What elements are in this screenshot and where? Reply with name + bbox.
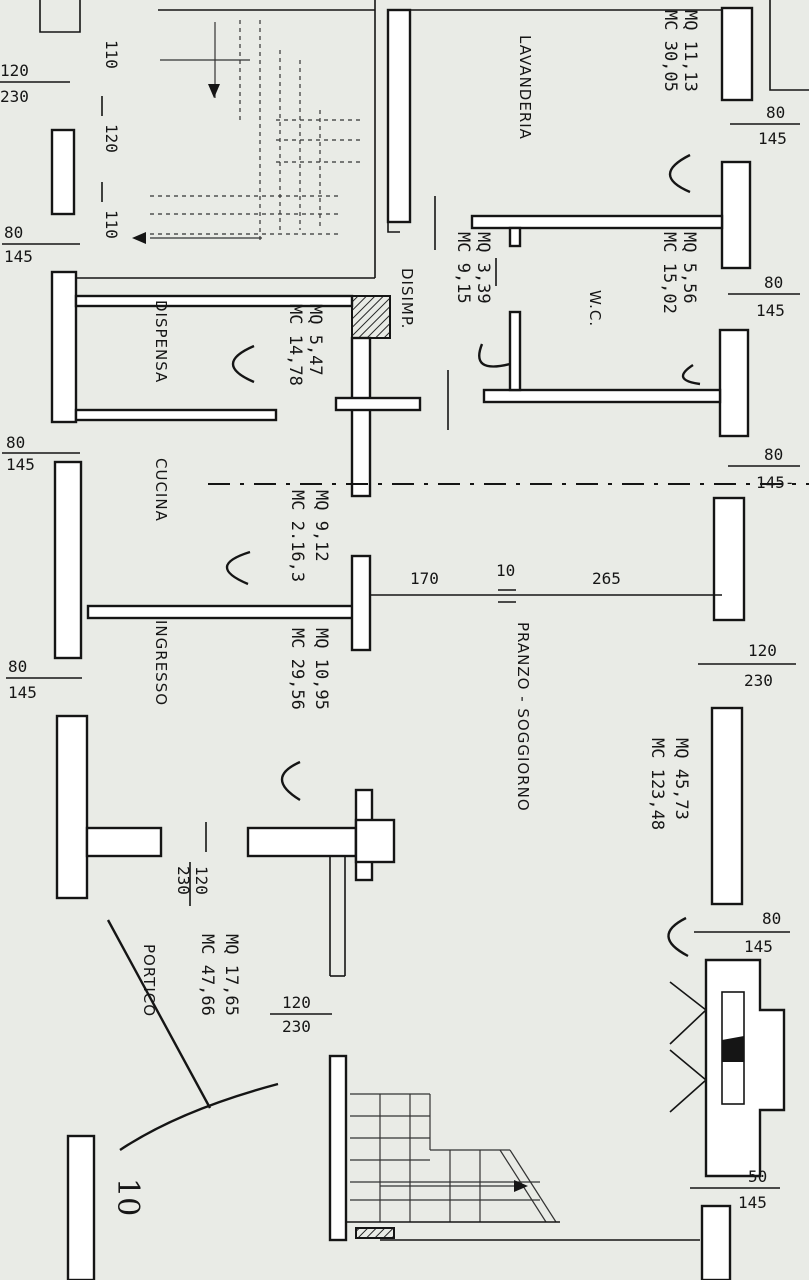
pranzo-name: PRANZO - SOGGIORNO: [514, 622, 532, 812]
dim-door-portico-b: 230: [282, 1017, 311, 1036]
door-swings: [225, 153, 701, 958]
chimney-hatched: [351, 295, 391, 339]
wall-left-1: [50, 270, 78, 424]
stair-top: [132, 20, 360, 244]
disimpegno-name: DISIMP.: [398, 268, 416, 329]
interior-walls: [66, 214, 786, 1280]
wall-central-top: [386, 8, 412, 224]
wall-top-notch: [39, 0, 81, 33]
disimpegno-mq: MQ 3,39: [473, 232, 493, 304]
dim-window-right-3-a: 80: [764, 445, 783, 464]
portico-name: PORTICO: [140, 944, 158, 1017]
dim-window-right-4-a: 120: [748, 641, 777, 660]
dim-window-left-top-b: 230: [0, 87, 29, 106]
ingresso-name: INGRESSO: [152, 620, 170, 706]
dispensa-name: DISPENSA: [152, 300, 170, 383]
room-labels: MQ 11,13 MC 30,05 LAVANDERIA MQ 5,56 MC …: [140, 10, 700, 1017]
wall-right-3: [718, 328, 750, 438]
portico-mc: MC 47,66: [197, 934, 217, 1016]
wall-right-1: [720, 6, 754, 102]
dim-window-right-6-b: 145: [738, 1193, 767, 1212]
dim-window-right-2-b: 145: [756, 301, 785, 320]
dim-window-left-3-b: 145: [6, 455, 35, 474]
dim-stair-c: 110: [102, 210, 121, 239]
lavanderia-name: LAVANDERIA: [516, 35, 534, 140]
dispensa-mc: MC 14,78: [285, 304, 305, 386]
wall-right-2: [720, 160, 752, 270]
dispensa-mq: MQ 5,47: [305, 304, 325, 376]
dim-window-left-3-a: 80: [6, 433, 25, 452]
wc-name: W.C.: [586, 290, 604, 327]
dim-door-ingresso-b: 230: [174, 866, 193, 895]
dim-window-right-2-a: 80: [764, 273, 783, 292]
cucina-mq: MQ 9,12: [311, 490, 331, 562]
portico-mq: MQ 17,65: [221, 934, 241, 1016]
dim-window-right-5-a: 80: [762, 909, 781, 928]
dim-span-b: 10: [496, 561, 515, 580]
exterior-walls: [39, 0, 809, 906]
pranzo-mq: MQ 45,73: [671, 738, 691, 820]
dim-window-left-2-a: 80: [4, 223, 23, 242]
dim-window-right-3-b: 145-: [756, 473, 795, 492]
wall-left-pillar: [50, 128, 76, 216]
wall-left-3: [55, 714, 89, 900]
cucina-name: CUCINA: [152, 458, 170, 522]
dim-stair-b: 120: [102, 124, 121, 153]
dim-door-ingresso-a: 120: [192, 866, 211, 895]
wall-left-2: [53, 460, 83, 660]
handwritten-note: 10: [110, 1178, 145, 1216]
dim-span-a: 170: [410, 569, 439, 588]
wc-mc: MC 15,02: [659, 232, 679, 314]
dim-window-left-2-b: 145: [4, 247, 33, 266]
dim-window-right-6-a: 50: [748, 1167, 767, 1186]
dim-span-c: 265: [592, 569, 621, 588]
dim-window-right-1-b: 145: [758, 129, 787, 148]
dim-door-portico-a: 120: [282, 993, 311, 1012]
ingresso-mc: MC 29,56: [287, 628, 307, 710]
ingresso-mq: MQ 10,95: [311, 628, 331, 710]
dim-window-left-4-b: 145: [8, 683, 37, 702]
dim-window-right-4-b: 230: [744, 671, 773, 690]
lavanderia-mq: MQ 11,13: [680, 10, 700, 92]
dim-window-right-1-a: 80: [766, 103, 785, 122]
lavanderia-mc: MC 30,05: [660, 10, 680, 92]
dim-stair-a: 110: [102, 40, 121, 69]
pranzo-mc: MC 123,48: [647, 738, 667, 830]
stair-bottom: [345, 1093, 700, 1241]
dim-window-right-5-b: 145: [744, 937, 773, 956]
dim-window-left-4-a: 80: [8, 657, 27, 676]
cucina-mc: MC 2.16,3: [287, 490, 307, 582]
dimension-labels: 120 230 110 120 110 80 145 80 145 80 145…: [0, 40, 800, 1212]
wc-mq: MQ 5,56: [679, 232, 699, 304]
handwritten-marks: 10: [106, 919, 279, 1216]
wall-right-4: [712, 496, 746, 622]
wall-right-5: [710, 706, 744, 906]
dim-window-left-top-a: 120: [0, 61, 29, 80]
disimpegno-mc: MC 9,15: [453, 232, 473, 304]
fireplace: [704, 958, 786, 1178]
